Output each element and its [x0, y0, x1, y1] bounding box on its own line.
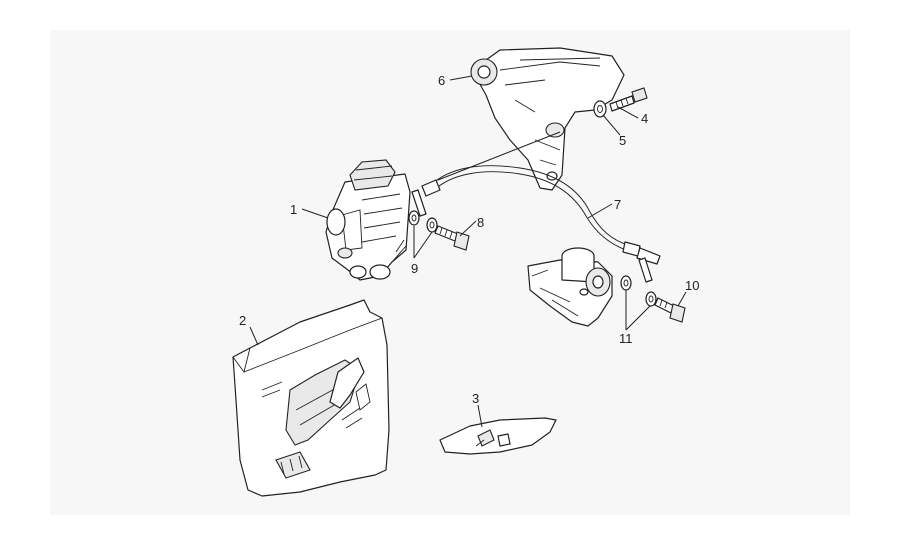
callout-label-3: 3 — [472, 391, 479, 406]
callout-label-9: 9 — [411, 261, 418, 276]
washers-11-part — [620, 275, 657, 307]
washer-5-part — [593, 100, 607, 118]
master-cylinder-part — [527, 247, 613, 327]
callout-label-4: 4 — [641, 111, 648, 126]
callout-label-1: 1 — [290, 202, 297, 217]
callout-label-7: 7 — [614, 197, 621, 212]
mounting-bracket-part — [470, 47, 625, 191]
callout-label-11: 11 — [619, 331, 633, 346]
hardware-kit-part — [439, 417, 557, 455]
bolt-4-part — [609, 87, 648, 112]
banjo-bolt-10-part — [654, 297, 686, 323]
callout-label-5: 5 — [619, 133, 626, 148]
leader-lines — [249, 75, 687, 428]
callout-label-6: 6 — [438, 73, 445, 88]
callout-labels: 1 2 3 4 5 6 7 8 9 10 11 — [239, 73, 699, 406]
callout-label-10: 10 — [685, 278, 699, 293]
banjo-bolt-8-part — [434, 225, 470, 251]
callout-label-2: 2 — [239, 313, 246, 328]
brake-caliper-part — [325, 159, 411, 281]
brake-hose-part — [411, 165, 661, 283]
brake-pad-kit-part — [232, 299, 390, 497]
callout-label-8: 8 — [477, 215, 484, 230]
diagram-panel — [50, 30, 850, 515]
